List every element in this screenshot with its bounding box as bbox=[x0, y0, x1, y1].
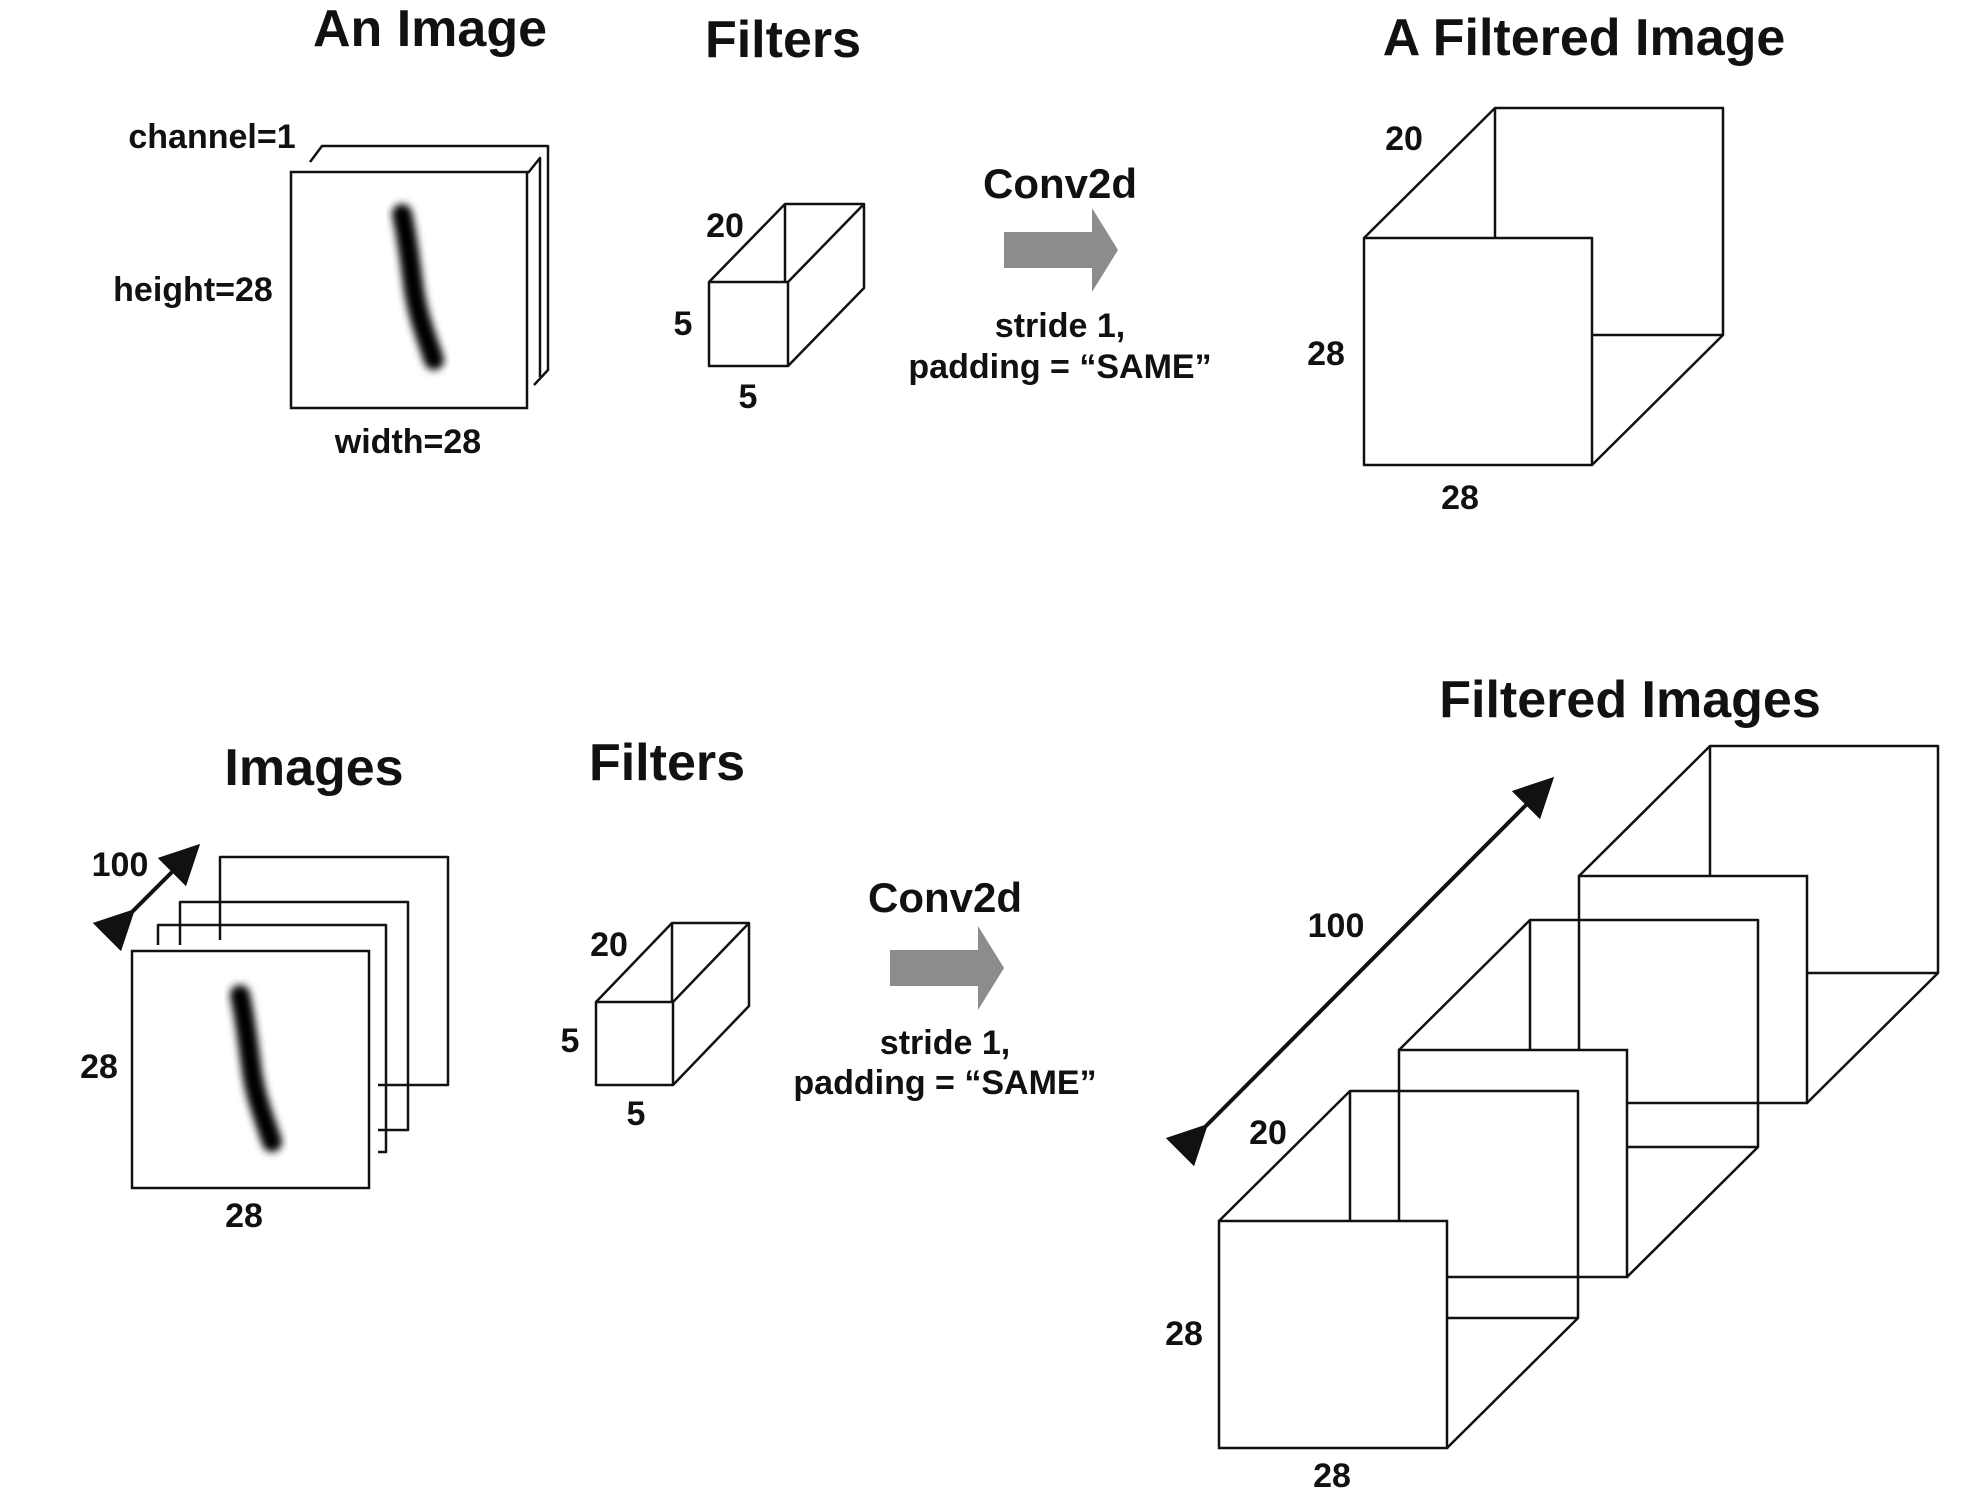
bottom-output-depth-label: 20 bbox=[1249, 1114, 1287, 1152]
bottom-filter-width-label: 5 bbox=[627, 1095, 646, 1133]
bottom-filter-height-label: 5 bbox=[561, 1022, 580, 1060]
top-input-image-group: An Image channel=1 height=28 width=28 bbox=[113, 0, 550, 461]
bottom-input-images-group: Images 100 28 28 bbox=[80, 739, 450, 1235]
bottom-images-title: Images bbox=[224, 739, 403, 797]
top-operation-label: Conv2d bbox=[983, 160, 1137, 207]
top-height-label: height=28 bbox=[113, 271, 273, 309]
bottom-output-group: Filtered Images 100 20 28 28 bbox=[1165, 671, 1940, 1495]
digit-one-glyph bbox=[392, 204, 444, 370]
top-filter-width-label: 5 bbox=[739, 378, 758, 416]
bottom-flow-arrow-icon bbox=[890, 926, 1004, 1010]
top-operation-group: Conv2d stride 1, padding = “SAME” bbox=[908, 160, 1211, 386]
top-filter-height-label: 5 bbox=[674, 305, 693, 343]
bottom-output-batch-arrow-icon bbox=[1165, 776, 1555, 1167]
top-channel-label: channel=1 bbox=[128, 118, 295, 156]
bottom-output-title: Filtered Images bbox=[1439, 671, 1820, 729]
digit-one-glyph bbox=[230, 985, 282, 1152]
top-image-title: An Image bbox=[313, 0, 547, 58]
bottom-image-sheet-3 bbox=[218, 855, 450, 1087]
bottom-batch-label: 100 bbox=[92, 846, 149, 884]
bottom-stride-label: stride 1, bbox=[880, 1024, 1010, 1062]
top-filter-group: Filters 20 5 5 bbox=[674, 11, 866, 416]
bottom-filter-cube-front bbox=[594, 1000, 675, 1087]
top-filter-depth-label: 20 bbox=[706, 207, 744, 245]
top-image-channel-edge bbox=[309, 144, 550, 386]
bottom-filter-cube-diag bbox=[672, 922, 750, 1003]
output-cube-3 bbox=[1577, 744, 1940, 1105]
bottom-output-height-label: 28 bbox=[1165, 1315, 1203, 1353]
top-width-label: width=28 bbox=[334, 423, 481, 461]
top-stride-label: stride 1, bbox=[995, 307, 1125, 345]
bottom-batch-arrow-icon bbox=[92, 843, 201, 952]
top-output-group: A Filtered Image 20 28 28 bbox=[1307, 9, 1785, 517]
top-output-title: A Filtered Image bbox=[1383, 9, 1786, 67]
bottom-operation-label: Conv2d bbox=[868, 874, 1022, 921]
top-flow-arrow-icon bbox=[1004, 208, 1118, 292]
top-output-width-label: 28 bbox=[1441, 479, 1479, 517]
top-output-height-label: 28 bbox=[1307, 335, 1345, 373]
bottom-padding-label: padding = “SAME” bbox=[793, 1064, 1096, 1102]
bottom-height-label: 28 bbox=[80, 1048, 118, 1086]
top-output-cube-front bbox=[1362, 236, 1594, 467]
top-filter-cube-front bbox=[707, 280, 790, 368]
bottom-filter-group: Filters 20 5 5 bbox=[561, 734, 751, 1133]
top-image-channel-edge-inner bbox=[527, 156, 542, 377]
bottom-width-label: 28 bbox=[225, 1197, 263, 1235]
bottom-operation-group: Conv2d stride 1, padding = “SAME” bbox=[793, 874, 1096, 1102]
bottom-filters-title: Filters bbox=[589, 734, 745, 792]
bottom-filter-depth-label: 20 bbox=[590, 926, 628, 964]
top-filters-title: Filters bbox=[705, 11, 861, 69]
top-output-cube-back bbox=[1363, 106, 1725, 466]
top-padding-label: padding = “SAME” bbox=[908, 348, 1211, 386]
top-output-depth-label: 20 bbox=[1385, 120, 1423, 158]
top-filter-cube-diag bbox=[787, 203, 865, 283]
bottom-output-batch-label: 100 bbox=[1308, 907, 1365, 945]
bottom-output-width-label: 28 bbox=[1313, 1457, 1351, 1495]
